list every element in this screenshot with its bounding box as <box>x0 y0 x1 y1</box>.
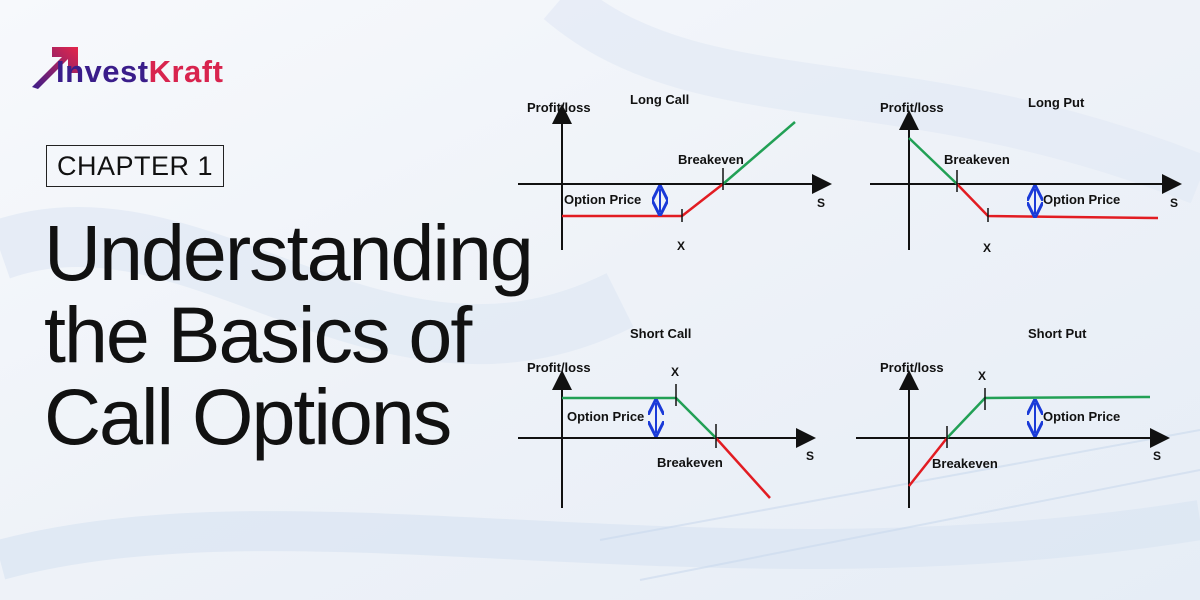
strike-label: X <box>671 365 679 379</box>
premium-label: Option Price <box>1043 192 1120 207</box>
premium-label: Option Price <box>564 192 641 207</box>
loss-segment <box>715 437 771 499</box>
diagram-short-put: Profit/loss Short Put X Option Price Bre… <box>856 326 1170 508</box>
profit-segment <box>722 121 796 185</box>
brand-name-part2: Kraft <box>148 54 224 89</box>
diagram-long-call: Profit/loss Long Call Breakeven Option P… <box>518 92 832 253</box>
y-axis-label: Profit/loss <box>880 100 944 115</box>
diagram-title: Short Put <box>1028 326 1087 341</box>
strike-label: X <box>978 369 986 383</box>
title-line-3: Call Options <box>44 372 452 461</box>
y-axis-label: Profit/loss <box>527 100 591 115</box>
brand-name: InvestKraft <box>56 54 223 90</box>
diagram-title: Short Call <box>630 326 691 341</box>
brand-name-part1: Invest <box>56 54 149 89</box>
profit-segment <box>908 137 958 185</box>
diagram-title: Long Call <box>630 92 689 107</box>
chapter-badge: CHAPTER 1 <box>46 145 225 187</box>
strike-label: X <box>983 241 991 255</box>
diagram-short-call: Profit/loss Short Call Option Price X Br… <box>518 326 816 508</box>
breakeven-label: Breakeven <box>932 456 998 471</box>
x-axis-label: S <box>806 449 814 463</box>
diagram-title: Long Put <box>1028 95 1085 110</box>
x-axis-label: S <box>1153 449 1161 463</box>
title-line-2: the Basics of <box>44 290 472 379</box>
strike-label: X <box>677 239 685 253</box>
breakeven-label: Breakeven <box>944 152 1010 167</box>
breakeven-label: Breakeven <box>657 455 723 470</box>
x-axis-label: S <box>1170 196 1178 210</box>
title-line-1: Understanding <box>44 208 534 297</box>
brand-logo-icon <box>32 47 78 89</box>
y-axis-label: Profit/loss <box>880 360 944 375</box>
diagram-long-put: Profit/loss Long Put Breakeven Option Pr… <box>870 95 1182 255</box>
premium-label: Option Price <box>1043 409 1120 424</box>
x-axis-label: S <box>817 196 825 210</box>
y-axis-label: Profit/loss <box>527 360 591 375</box>
page-title: Understanding the Basics of Call Options <box>44 212 564 458</box>
loss-segment <box>908 437 948 487</box>
premium-label: Option Price <box>567 409 644 424</box>
breakeven-label: Breakeven <box>678 152 744 167</box>
